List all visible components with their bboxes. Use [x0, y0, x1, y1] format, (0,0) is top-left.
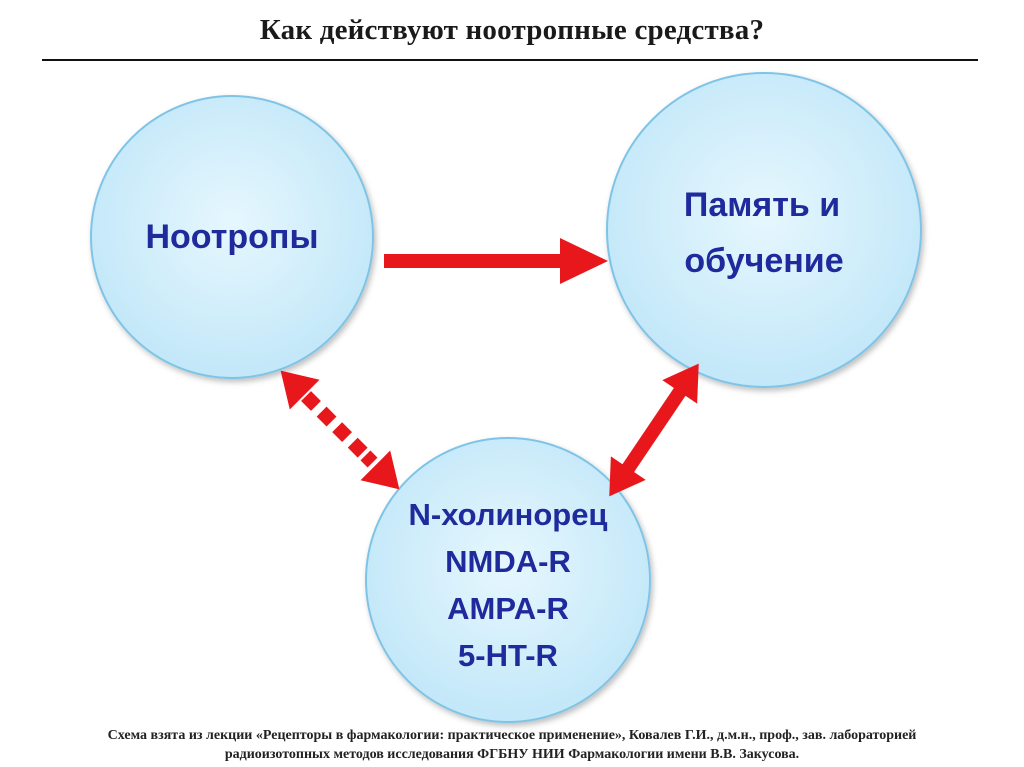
- arrow-nootropics-receptors-dash-5: [360, 450, 378, 468]
- arrow-nootropics-to-memory-head: [560, 238, 608, 284]
- node-nootropics-circle: [90, 95, 374, 379]
- slide-title: Как действуют ноотропные средства?: [259, 14, 765, 46]
- node-receptors-label-line1: N-холинорец: [409, 497, 608, 532]
- node-nootropics-label: Ноотропы: [145, 218, 318, 256]
- node-receptors: N-холинорец NMDA-R AMPA-R 5-HT-R: [365, 437, 651, 723]
- arrow-nootropics-receptors-head-down: [360, 450, 400, 490]
- arrow-nootropics-to-memory-shaft: [384, 254, 562, 268]
- node-memory: Память и обучение: [606, 72, 922, 388]
- arrow-receptors-memory: [609, 363, 699, 497]
- source-note-line1: Схема взята из лекции «Рецепторы в фарма…: [107, 728, 917, 743]
- node-nootropics: Ноотропы: [90, 95, 374, 379]
- source-note: Схема взята из лекции «Рецепторы в фарма…: [20, 726, 1004, 764]
- arrow-nootropics-receptors-dash-1: [301, 391, 321, 411]
- node-receptors-label-line2: NMDA-R: [445, 544, 571, 579]
- node-memory-circle: [606, 72, 922, 388]
- arrow-nootropics-receptors-head-up: [280, 370, 320, 410]
- arrow-nootropics-to-memory: [384, 238, 608, 284]
- title-divider: [42, 59, 978, 61]
- arrow-receptors-memory-head-right: [662, 363, 699, 404]
- node-receptors-label-line4: 5-HT-R: [458, 638, 558, 673]
- arrow-receptors-memory-shaft: [621, 386, 687, 474]
- arrow-nootropics-receptors-dash-3: [332, 422, 353, 443]
- arrow-nootropics-receptors: [280, 370, 400, 490]
- arrow-receptors-memory-head-left: [609, 456, 646, 497]
- node-memory-label-line2: обучение: [684, 242, 843, 280]
- node-receptors-circle: [365, 437, 651, 723]
- source-note-line2: радиоизотопных методов исследования ФГБН…: [224, 747, 800, 762]
- arrow-nootropics-receptors-dash-2: [316, 406, 337, 427]
- node-memory-label-line1: Память и: [684, 186, 840, 224]
- node-receptors-label-line3: AMPA-R: [447, 591, 569, 626]
- arrow-nootropics-receptors-dash-4: [347, 437, 368, 458]
